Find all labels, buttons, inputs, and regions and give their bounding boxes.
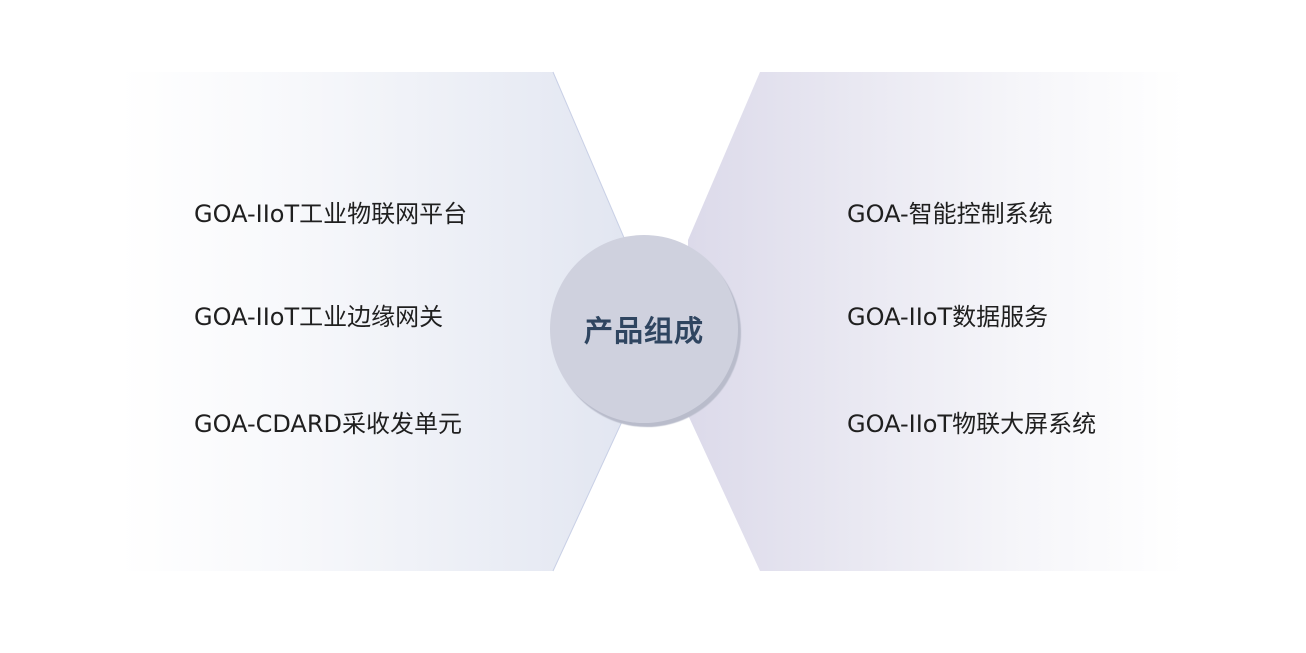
center-hub-circle: 产品组成 <box>550 235 738 423</box>
right-item-smart-control: GOA-智能控制系统 <box>847 200 1053 228</box>
right-panel <box>688 72 1185 571</box>
left-item-edge-gateway: GOA-IIoT工业边缘网关 <box>194 303 444 331</box>
left-panel <box>120 72 625 571</box>
left-item-cdard-unit: GOA-CDARD采收发单元 <box>194 410 463 438</box>
center-title: 产品组成 <box>583 314 704 348</box>
left-item-iiot-platform: GOA-IIoT工业物联网平台 <box>194 200 468 228</box>
right-item-big-screen: GOA-IIoT物联大屏系统 <box>847 410 1097 438</box>
right-item-data-service: GOA-IIoT数据服务 <box>847 303 1049 331</box>
